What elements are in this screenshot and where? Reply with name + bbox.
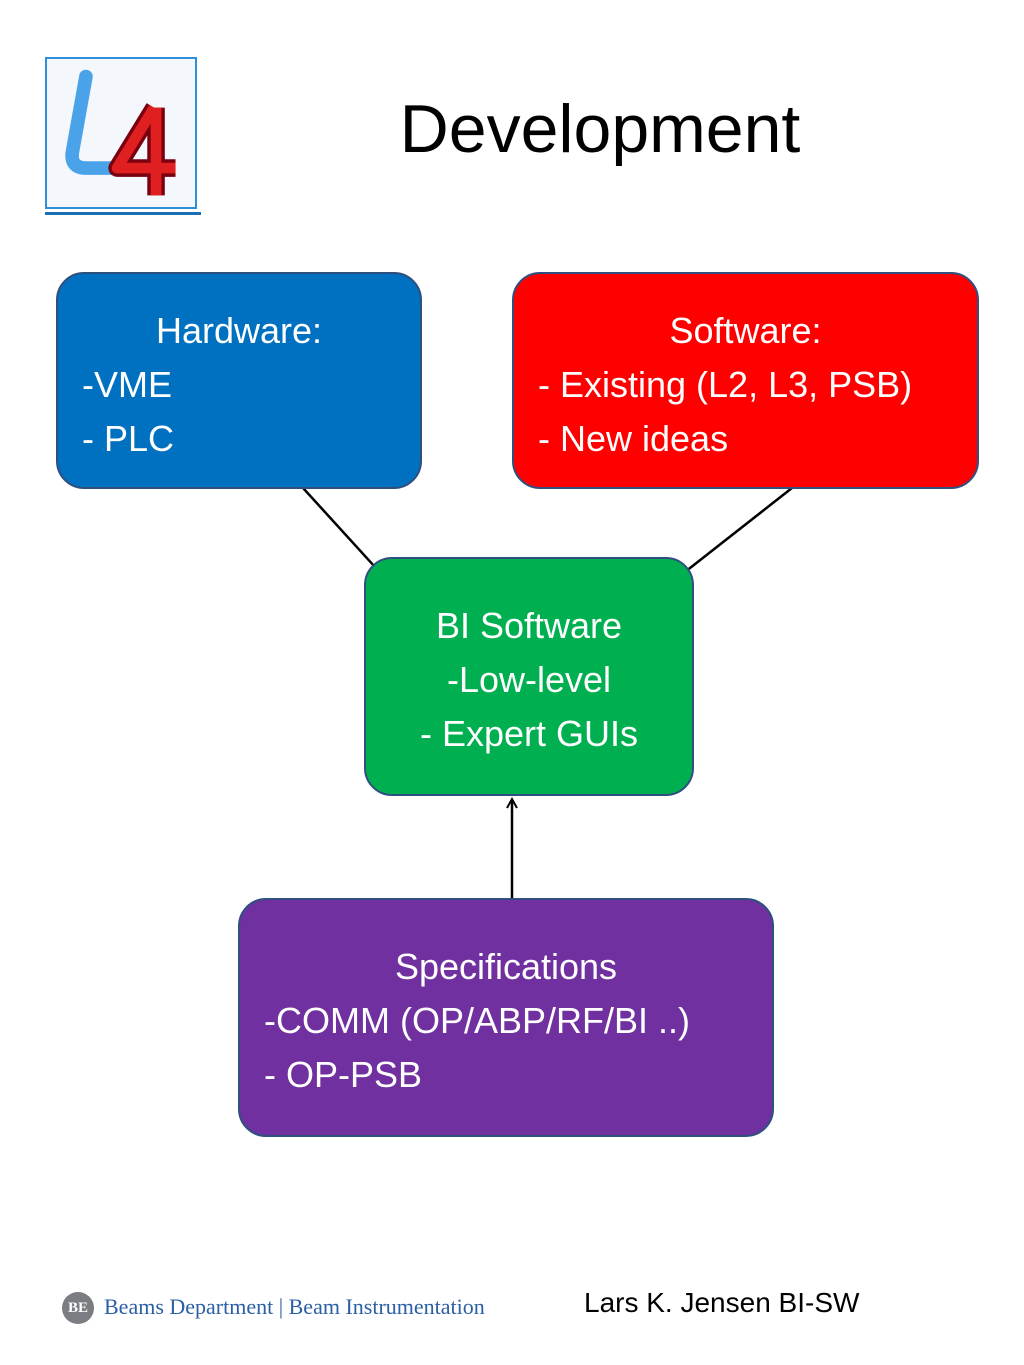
bi-software-heading: BI Software <box>435 605 623 646</box>
bi-software-box: BI Software -Low-level - Expert GUIs <box>364 557 694 796</box>
specifications-box: Specifications -COMM (OP/ABP/RF/BI ..) -… <box>238 898 774 1137</box>
department-label: Beams Department | Beam Instrumentation <box>104 1294 485 1319</box>
specifications-item: -COMM (OP/ABP/RF/BI ..) <box>264 1000 691 1041</box>
l4-logo-icon <box>65 69 176 196</box>
hardware-item: -VME <box>82 364 172 405</box>
be-logo-icon: BE <box>62 1292 94 1324</box>
bi-software-item: - Expert GUIs <box>419 713 639 754</box>
software-item: - New ideas <box>538 418 729 459</box>
l4-logo <box>45 57 197 209</box>
hardware-box: Hardware: -VME - PLC <box>56 272 422 489</box>
logo-underline <box>45 212 201 215</box>
specifications-heading: Specifications <box>394 946 618 987</box>
hardware-item: - PLC <box>82 418 175 459</box>
hardware-heading: Hardware: <box>155 310 323 351</box>
software-heading: Software: <box>669 310 822 351</box>
software-item: - Existing (L2, L3, PSB) <box>538 364 913 405</box>
page-title: Development <box>399 91 801 167</box>
specifications-item: - OP-PSB <box>264 1054 423 1095</box>
software-box: Software: - Existing (L2, L3, PSB) - New… <box>512 272 979 489</box>
bi-software-item: -Low-level <box>446 659 612 700</box>
author-label: Lars K. Jensen BI-SW <box>584 1287 860 1318</box>
